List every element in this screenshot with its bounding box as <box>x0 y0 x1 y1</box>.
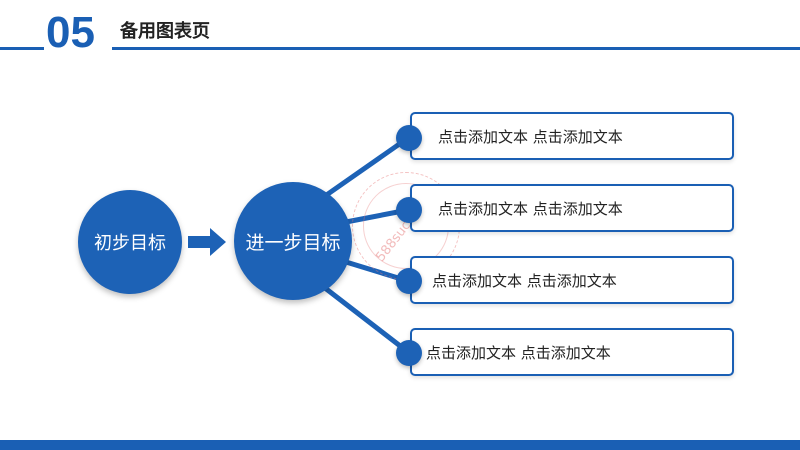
header-rule-left <box>0 47 44 50</box>
text-box-1-label: 点击添加文本 点击添加文本 <box>438 127 623 146</box>
text-box-2-label: 点击添加文本 点击添加文本 <box>438 199 623 218</box>
connector-dot-3 <box>396 268 422 294</box>
right-arrow-icon <box>188 228 226 256</box>
connector-dot-2 <box>396 197 422 223</box>
text-box-1[interactable]: 点击添加文本 点击添加文本 <box>410 112 734 160</box>
further-goal-circle: 进一步目标 <box>234 182 352 300</box>
footer-bar <box>0 440 800 450</box>
header-rule-right <box>112 47 800 50</box>
text-box-4-label: 点击添加文本 点击添加文本 <box>426 343 611 362</box>
text-box-3[interactable]: 点击添加文本 点击添加文本 <box>410 256 734 304</box>
section-number: 05 <box>46 8 95 57</box>
section-title: 备用图表页 <box>120 21 210 42</box>
text-box-2[interactable]: 点击添加文本 点击添加文本 <box>410 184 734 232</box>
text-box-3-label: 点击添加文本 点击添加文本 <box>432 271 617 290</box>
connector-line-1 <box>322 135 411 199</box>
text-box-4[interactable]: 点击添加文本 点击添加文本 <box>410 328 734 376</box>
connector-dot-4 <box>396 340 422 366</box>
connector-dot-1 <box>396 125 422 151</box>
connector-line-4 <box>322 285 411 355</box>
further-goal-label: 进一步目标 <box>245 231 341 254</box>
initial-goal-circle: 初步目标 <box>78 190 182 294</box>
initial-goal-label: 初步目标 <box>94 233 166 254</box>
